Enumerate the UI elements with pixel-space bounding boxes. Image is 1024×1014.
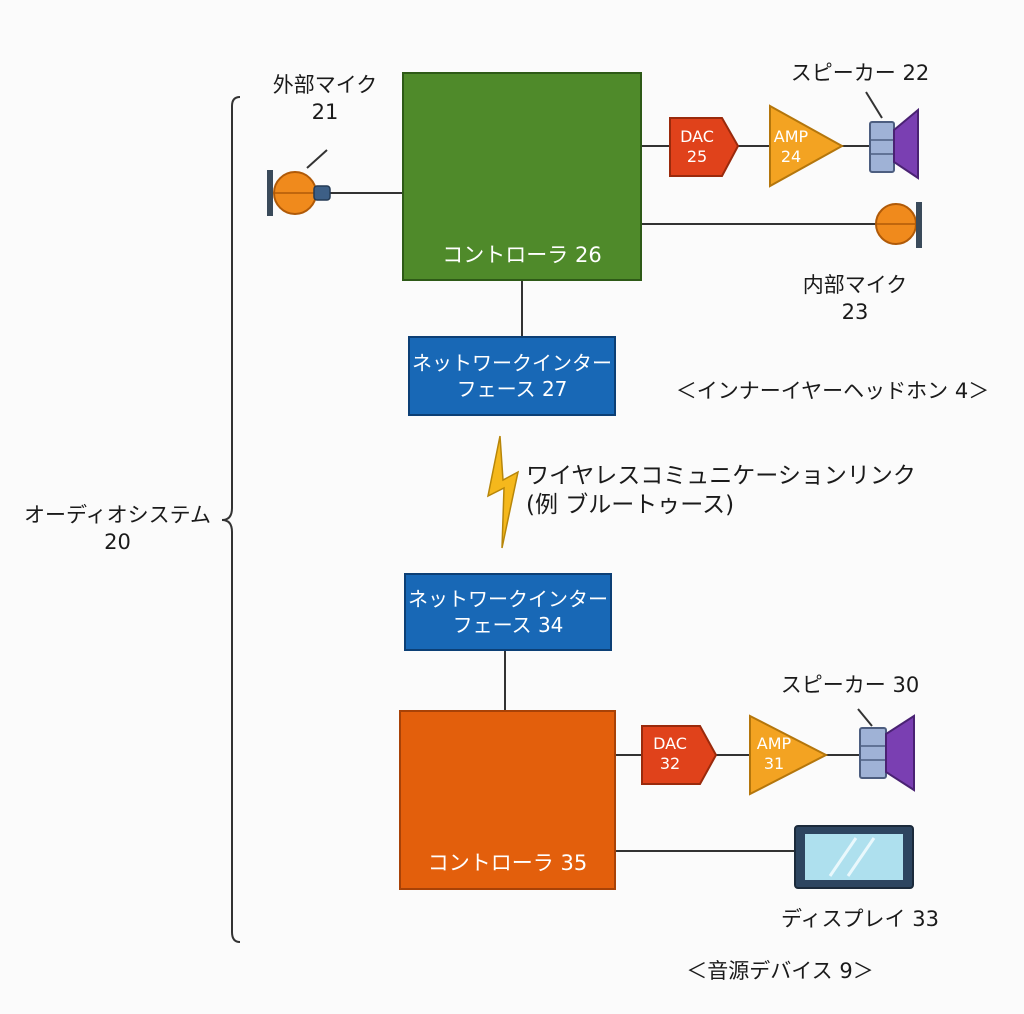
lightning-icon <box>486 435 520 549</box>
leader-speaker22 <box>865 91 883 119</box>
network-interface-27: ネットワークインター フェース 27 <box>408 336 616 416</box>
audio-system-label: オーディオシステム 20 <box>24 503 211 554</box>
controller-26-label: コントローラ 26 <box>442 243 602 267</box>
controller-35-label: コントローラ 35 <box>427 851 588 875</box>
source-device-title: ＜音源デバイス 9＞ <box>686 959 874 983</box>
controller-26: コントローラ 26 <box>402 72 642 281</box>
connector-lines <box>306 91 883 852</box>
amp-24-label: AMP 24 <box>773 127 809 166</box>
amp-31-shape <box>749 714 829 796</box>
amp-24-shape <box>769 104 845 188</box>
leader-speaker30 <box>857 708 873 727</box>
headphone-title: ＜インナーイヤーヘッドホン 4＞ <box>675 379 990 403</box>
dac-32-shape <box>641 725 718 785</box>
speaker-22-label: スピーカー 22 <box>790 61 930 85</box>
dac-25-label: DAC 25 <box>680 127 714 166</box>
audio-system-bracket <box>221 96 241 943</box>
controller-35: コントローラ 35 <box>399 710 616 890</box>
leader-mic21 <box>306 149 328 169</box>
speaker-icon <box>869 107 919 180</box>
internal-mic-23-label: 内部マイク 23 <box>802 273 908 324</box>
display-33-label: ディスプレイ 33 <box>781 907 939 931</box>
display-icon <box>794 825 914 889</box>
wireless-link-label: ワイヤレスコミュニケーションリンク (例 ブルートゥース) <box>526 463 916 519</box>
external-mic-21-label: 外部マイク 21 <box>272 73 378 124</box>
network-interface-34: ネットワークインター フェース 34 <box>404 573 612 651</box>
speaker-30-label: スピーカー 30 <box>780 673 920 697</box>
dac-25-shape <box>669 117 740 177</box>
dac-32-label: DAC 32 <box>653 734 687 773</box>
microphone-icon <box>875 202 922 248</box>
microphone-icon <box>267 170 331 216</box>
amp-31-label: AMP 31 <box>756 734 792 773</box>
speaker-icon <box>859 714 915 792</box>
